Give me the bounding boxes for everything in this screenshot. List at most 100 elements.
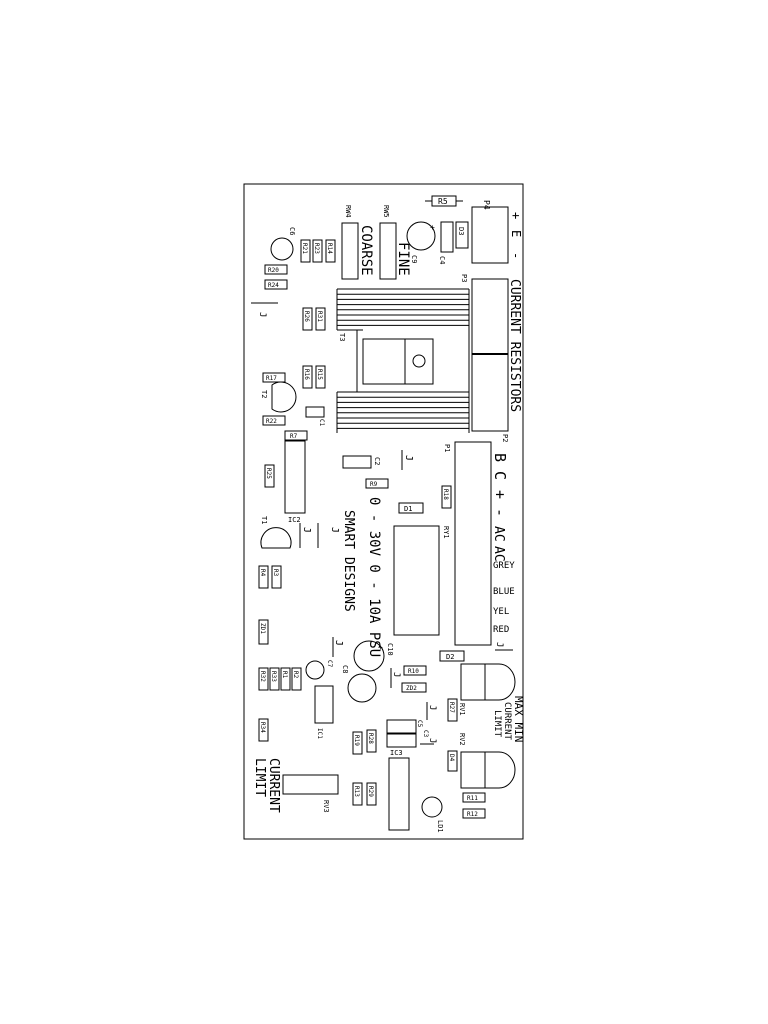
- label-p4: P4: [482, 200, 491, 210]
- resistor-r18: [441, 485, 452, 509]
- label-coarse: COARSE: [358, 225, 374, 276]
- heatsink-t3: [336, 288, 470, 433]
- relay-ry1: [393, 525, 440, 636]
- resistor-r27: [447, 698, 458, 722]
- p1-grey-label: GREY: [493, 561, 515, 571]
- resistor-r10: [403, 665, 427, 676]
- trimmer-rw5: [379, 222, 397, 280]
- resistor-r7: [284, 430, 308, 441]
- label-ld1: LD1: [436, 820, 444, 833]
- resistor-r9: [365, 478, 389, 489]
- capacitor-c2: [342, 455, 372, 469]
- capacitor-c8: [347, 673, 377, 703]
- label-ic1: IC1: [316, 728, 323, 739]
- label-d3: D3: [457, 227, 465, 235]
- label-c9: C9: [410, 255, 418, 263]
- label-d4: D4: [448, 754, 455, 762]
- svg-text:J: J: [427, 738, 437, 743]
- resistor-r19: [352, 731, 363, 755]
- diode-d3: [455, 221, 469, 249]
- diode-d2: [439, 650, 465, 662]
- label-fine: FINE: [395, 242, 411, 276]
- p1-ac1-label: AC: [491, 526, 506, 542]
- resistor-r5: [431, 195, 457, 207]
- capacitor-c3: [386, 733, 417, 748]
- zener-zd2: [401, 682, 427, 693]
- label-d2: D2: [446, 653, 454, 661]
- resistor-r20: [264, 264, 288, 275]
- label-r14: R14: [326, 243, 333, 254]
- label-rw5: RW5: [382, 205, 390, 218]
- label-t3: T3: [338, 333, 346, 341]
- resistor-r23: [312, 239, 323, 263]
- label-current-resistors: CURRENT RESISTORS: [507, 279, 522, 412]
- p4-minus-label: -: [509, 252, 523, 259]
- label-c8: C8: [341, 665, 349, 673]
- label-c10: C10: [386, 643, 394, 656]
- label-r28: R28: [367, 733, 374, 744]
- label-t2: T2: [260, 390, 268, 398]
- resistor-r13: [352, 782, 363, 806]
- label-r22: R22: [266, 418, 277, 425]
- p1-plus-label: +: [491, 490, 509, 499]
- label-r10: R10: [408, 668, 419, 675]
- label-ic3: IC3: [390, 749, 403, 757]
- label-r20: R20: [268, 267, 279, 274]
- p1-minus-label: -: [491, 508, 509, 517]
- label-p2: P2: [501, 434, 509, 442]
- label-r1: R1: [281, 671, 288, 679]
- svg-text:J: J: [403, 455, 414, 461]
- transistor-t3: [362, 338, 434, 385]
- connector-p1: [454, 441, 492, 646]
- label-r21: R21: [301, 243, 308, 254]
- label-r12: R12: [467, 811, 478, 818]
- label-r24: R24: [268, 282, 279, 289]
- label-smart-designs: SMART DESIGNS: [341, 510, 356, 612]
- label-c4: C4: [438, 256, 446, 264]
- svg-text:+: +: [378, 643, 383, 652]
- label-r4: R4: [259, 569, 266, 577]
- capacitor-c5: [386, 719, 417, 734]
- label-t1: T1: [260, 516, 268, 524]
- transistor-t1: [260, 527, 292, 549]
- label-r23: R23: [313, 243, 320, 254]
- label-r15: R15: [316, 369, 323, 380]
- label-r2: R2: [292, 671, 299, 679]
- label-c6: C6: [288, 227, 296, 235]
- svg-text:J: J: [333, 640, 344, 646]
- svg-text:J: J: [391, 672, 401, 677]
- resistor-r17: [262, 372, 286, 383]
- p1-b-label: B: [491, 453, 509, 462]
- p1-yel-label: YEL: [493, 607, 509, 617]
- resistor-r11: [462, 792, 486, 803]
- resistor-r33: [269, 667, 280, 691]
- transistor-t2: [271, 381, 297, 413]
- resistor-r3: [271, 565, 282, 589]
- capacitor-c9: [406, 221, 436, 251]
- p4-e-label: E: [509, 230, 523, 237]
- resistor-r25: [264, 464, 275, 488]
- resistor-r22: [262, 415, 286, 426]
- resistor-r34: [258, 718, 269, 742]
- resistor-r28: [366, 729, 377, 753]
- label-c1: C1: [318, 419, 325, 427]
- trimmer-rv3: [282, 774, 339, 795]
- label-rw4: RW4: [344, 205, 352, 218]
- label-c2: C2: [373, 457, 381, 465]
- svg-text:+: +: [430, 223, 435, 232]
- p1-ac2-label: AC: [491, 546, 506, 562]
- capacitor-c6: [270, 237, 294, 261]
- label-current-limit-2: LIMIT: [252, 758, 267, 797]
- svg-text:J: J: [494, 642, 504, 647]
- label-r33: R33: [270, 671, 277, 682]
- label-r27: R27: [448, 702, 455, 713]
- label-ic2: IC2: [288, 516, 301, 524]
- ic-ic2: [284, 440, 306, 514]
- label-r29: R29: [367, 786, 374, 797]
- label-r5: R5: [438, 197, 448, 206]
- capacitor-c7: [305, 660, 325, 680]
- label-r25: R25: [265, 468, 272, 479]
- p1-blue-label: BLUE: [493, 587, 515, 597]
- resistor-r21: [300, 239, 311, 263]
- resistor-r4: [258, 565, 269, 589]
